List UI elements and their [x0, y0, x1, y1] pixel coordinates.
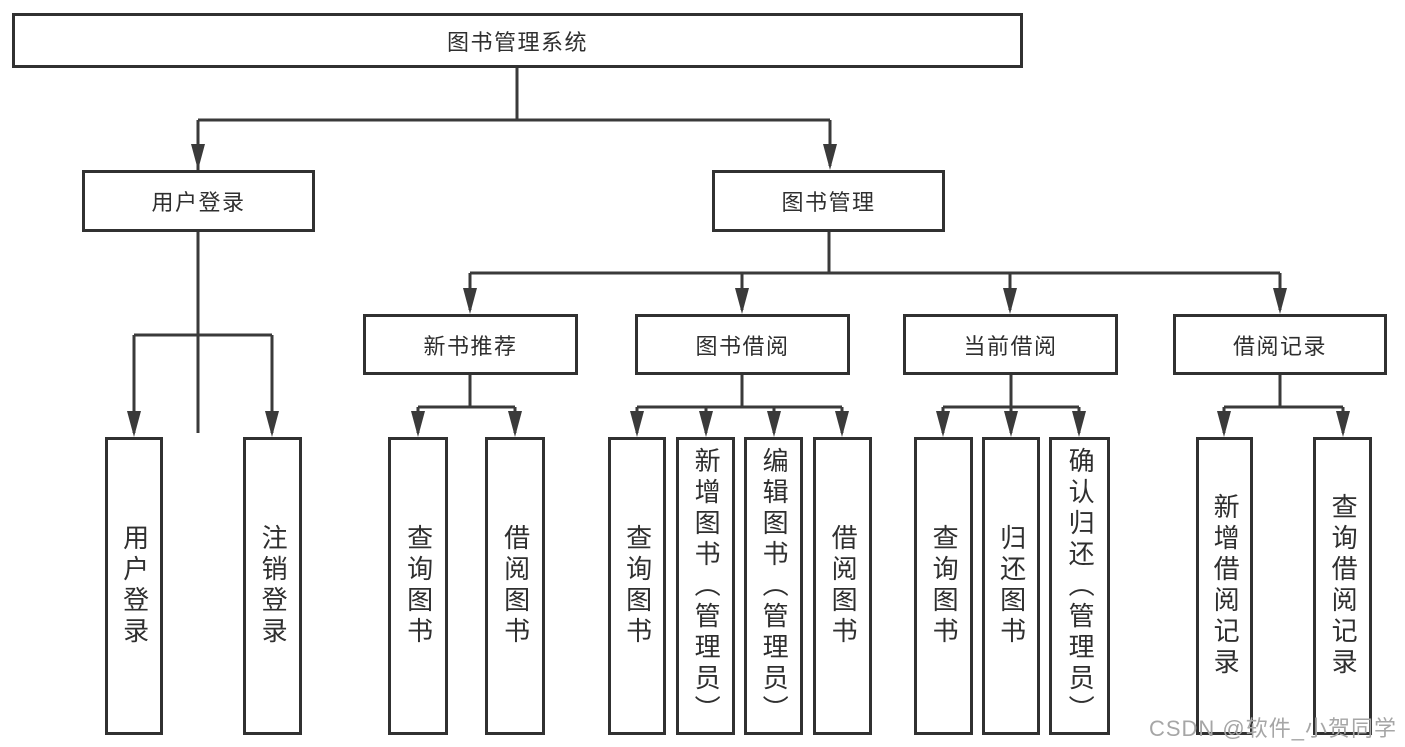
leaf-add-book-admin: 新增图书（管理员） [676, 437, 735, 735]
leaf-query-borrow-record: 查询借阅记录 [1313, 437, 1372, 735]
node-library-system: 图书管理系统 [12, 13, 1023, 68]
node-library-system-label: 图书管理系统 [446, 29, 588, 55]
leaf-edit-book-admin-label: 编辑图书（管理员） [759, 446, 790, 726]
leaf-query-borrow-record-label: 查询借阅记录 [1328, 493, 1359, 679]
leaf-query-books-current: 查询图书 [914, 437, 973, 735]
leaf-query-books-recommend: 查询图书 [388, 437, 448, 735]
leaf-add-borrow-record: 新增借阅记录 [1196, 437, 1253, 735]
leaf-logout: 注销登录 [243, 437, 302, 735]
leaf-borrow-books-action-label: 借阅图书 [828, 524, 859, 648]
node-borrow-records: 借阅记录 [1173, 314, 1387, 375]
leaf-return-book-label: 归还图书 [996, 524, 1027, 648]
leaf-query-books-borrow-label: 查询图书 [622, 524, 653, 648]
leaf-query-books-borrow: 查询图书 [608, 437, 666, 735]
node-book-borrow-label: 图书借阅 [695, 333, 790, 359]
node-user-login: 用户登录 [82, 170, 315, 232]
node-book-management: 图书管理 [712, 170, 945, 232]
leaf-borrow-books-recommend: 借阅图书 [485, 437, 545, 735]
leaf-confirm-return-admin: 确认归还（管理员） [1049, 437, 1110, 735]
node-borrow-records-label: 借阅记录 [1232, 333, 1327, 359]
node-book-borrow: 图书借阅 [635, 314, 850, 375]
leaf-borrow-books-action: 借阅图书 [813, 437, 872, 735]
leaf-add-book-admin-label: 新增图书（管理员） [691, 446, 722, 726]
leaf-query-books-recommend-label: 查询图书 [403, 524, 434, 648]
node-new-book-recommend-label: 新书推荐 [423, 333, 518, 359]
leaf-add-borrow-record-label: 新增借阅记录 [1210, 493, 1241, 679]
leaf-confirm-return-admin-label: 确认归还（管理员） [1065, 446, 1096, 726]
node-current-borrow-label: 当前借阅 [963, 333, 1058, 359]
leaf-borrow-books-recommend-label: 借阅图书 [500, 524, 531, 648]
csdn-watermark: CSDN @软件_小贺同学 [1148, 716, 1397, 741]
leaf-return-book: 归还图书 [982, 437, 1040, 735]
leaf-edit-book-admin: 编辑图书（管理员） [744, 437, 803, 735]
leaf-user-login: 用户登录 [105, 437, 163, 735]
leaf-user-login-label: 用户登录 [119, 524, 150, 648]
leaf-query-books-current-label: 查询图书 [929, 524, 960, 648]
node-current-borrow: 当前借阅 [903, 314, 1118, 375]
node-new-book-recommend: 新书推荐 [363, 314, 578, 375]
node-user-login-label: 用户登录 [151, 190, 246, 215]
node-book-management-label: 图书管理 [781, 190, 876, 215]
leaf-logout-label: 注销登录 [258, 524, 289, 648]
